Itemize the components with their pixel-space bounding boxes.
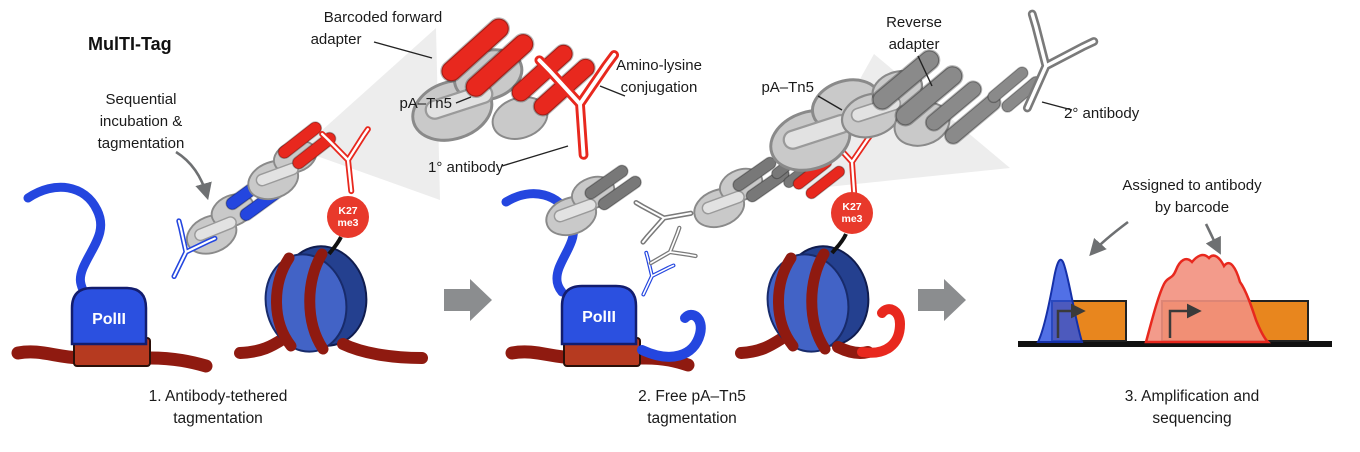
pointer-line	[817, 95, 843, 111]
histone-mark-line1: K27	[338, 205, 357, 217]
assigned-note-line2: by barcode	[1155, 199, 1229, 216]
step2-caption-line1: 2. Free pA–Tn5	[638, 388, 746, 405]
polii-body	[70, 286, 148, 346]
histone-mark-badge	[327, 196, 369, 238]
panel-2-free-pa-tn5: PolII K27 me3 2. Free pA–Tn5 tagmentatio…	[501, 133, 906, 427]
histone-mark-line2: me3	[841, 213, 862, 225]
step3-caption-line1: 3. Amplification and	[1125, 388, 1259, 405]
pa-tn5-label: pA–Tn5	[761, 79, 814, 96]
conjugation-label-line1: Amino-lysine	[616, 57, 702, 74]
process-note-line2: incubation &	[100, 113, 183, 130]
dna-wrap	[773, 252, 799, 352]
dna-wrap	[806, 248, 831, 355]
histone-mark-badge	[831, 192, 873, 234]
process-note-line3: tagmentation	[98, 135, 185, 152]
incubation-arrow-icon	[175, 150, 212, 201]
assigned-note-line1: Assigned to antibody	[1122, 177, 1262, 194]
histone-tail	[830, 233, 848, 255]
tss-arrow-icon	[1056, 303, 1086, 338]
polii-label: PolII	[92, 311, 126, 328]
tss-arrow-icon	[1168, 303, 1202, 338]
dna-entry-strand	[234, 333, 289, 359]
reverse-adapter-label-line1: Reverse	[886, 14, 942, 31]
assignment-arrow-icon	[1204, 223, 1221, 255]
inset-forward-adapter: Barcoded forward adapter pA–Tn5 Amino-ly…	[311, 8, 702, 176]
tagmented-fragment-blue	[637, 309, 706, 362]
pointer-line	[373, 41, 433, 59]
panel-3-amplification-sequencing: Assigned to antibody by barcode 3. Ampli…	[1018, 177, 1332, 427]
histone-tail	[327, 236, 343, 256]
histone-mark-line1: K27	[842, 201, 861, 213]
signal-peak-red	[1144, 253, 1272, 344]
pa-tn5-label: pA–Tn5	[399, 95, 452, 112]
pointer-line	[599, 85, 626, 97]
step1-caption-line1: 1. Antibody-tethered	[149, 388, 288, 405]
zoom-fan-forward	[300, 28, 440, 200]
figure-title: MulTI-Tag	[88, 34, 172, 54]
step-arrow-icon	[918, 279, 966, 321]
pointer-line	[455, 96, 472, 104]
histone-mark-line2: me3	[337, 217, 358, 229]
polii-label: PolII	[582, 309, 616, 326]
reverse-adapter-label-line2: adapter	[889, 36, 940, 53]
step-arrow-icon	[444, 279, 492, 321]
chromatin-strand-blue	[501, 189, 578, 297]
pointer-line	[1041, 101, 1073, 111]
conjugation-label-line2: conjugation	[621, 79, 698, 96]
secondary-antibody-label: 2° antibody	[1064, 105, 1140, 122]
genome-track-line	[1018, 341, 1332, 347]
secondary-antibody-icon	[636, 194, 694, 242]
primary-antibody-label: 1° antibody	[428, 159, 504, 176]
step3-caption-line2: sequencing	[1152, 410, 1231, 427]
pointer-line	[501, 145, 569, 167]
step2-caption-line2: tagmentation	[647, 410, 737, 427]
dna-wrap	[271, 252, 297, 352]
primary-antibody-icon-blue	[627, 250, 676, 303]
polii-body	[560, 284, 638, 346]
forward-adapter-label-line2: adapter	[311, 31, 362, 48]
dna-exit-strand	[337, 338, 428, 364]
forward-adapter-label-line1: Barcoded forward	[324, 9, 442, 26]
process-note-line1: Sequential	[106, 91, 177, 108]
assignment-arrow-icon	[1089, 220, 1129, 257]
chromatin-strand-blue	[23, 182, 106, 295]
step1-caption-line2: tagmentation	[173, 410, 263, 427]
dna-entry-strand	[735, 333, 787, 359]
tagmented-fragment-red	[857, 304, 906, 358]
pointer-line	[917, 55, 933, 87]
inset-reverse-adapter: Reverse adapter pA–Tn5 2° antibody	[755, 14, 1140, 182]
panel-1-antibody-tethered: MulTI-Tag Sequential incubation & tagmen…	[11, 34, 428, 427]
dna-wrap	[304, 248, 329, 355]
